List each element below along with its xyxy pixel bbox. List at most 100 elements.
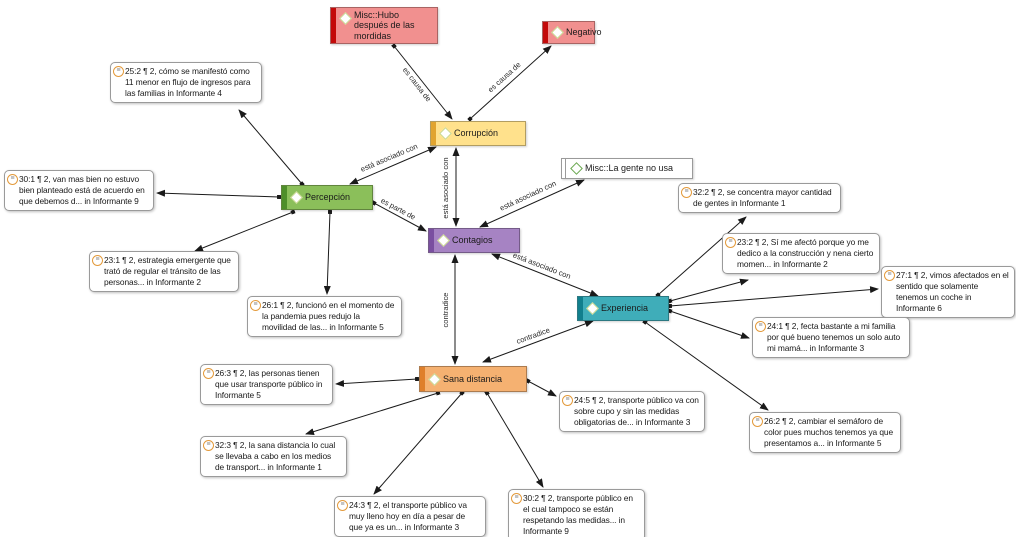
edge-misc-hubo-corrupcion: [391, 43, 453, 120]
quotation-text: 30:1 ¶ 2, van mas bien no estuvo bien pl…: [19, 174, 145, 206]
node-color-stripe: [420, 367, 425, 391]
quotation-node-23-2[interactable]: ≡ 23:2 ¶ 2, Sí me afectó porque yo me de…: [722, 233, 880, 274]
code-node-label: Corrupción: [454, 128, 499, 139]
edge-contagios-experiencia: [491, 253, 599, 297]
node-color-stripe: [562, 159, 566, 178]
edge-percepcion-contagios: [371, 200, 427, 232]
code-diamond-icon: [437, 234, 450, 247]
quotation-node-30-1[interactable]: ≡ 30:1 ¶ 2, van mas bien no estuvo bien …: [4, 170, 154, 211]
node-color-stripe: [331, 8, 336, 43]
code-node-corrupcion[interactable]: Corrupción: [430, 121, 526, 146]
node-color-stripe: [429, 229, 434, 252]
quotation-icon: ≡: [752, 416, 763, 427]
quotation-node-26-2[interactable]: ≡ 26:2 ¶ 2, cambiar el semáforo de color…: [749, 412, 901, 453]
code-node-experiencia[interactable]: Experiencia: [577, 296, 669, 321]
code-diamond-icon: [290, 191, 303, 204]
quotation-text: 27:1 ¶ 2, vimos afectados en el sentido …: [896, 270, 1009, 313]
quotation-node-24-3[interactable]: ≡ 24:3 ¶ 2, el transporte público va muy…: [334, 496, 486, 537]
quotation-icon: ≡: [884, 270, 895, 281]
code-diamond-icon: [339, 12, 352, 25]
edge-label: está asociado con: [512, 250, 572, 280]
quotation-icon: ≡: [203, 440, 214, 451]
quotation-icon: ≡: [337, 500, 348, 511]
edge-label: está asociado con: [441, 157, 450, 218]
node-color-stripe: [578, 297, 583, 320]
code-diamond-icon: [586, 302, 599, 315]
link-experiencia-q23-2: [667, 278, 749, 304]
quotation-text: 26:3 ¶ 2, las personas tienen que usar t…: [215, 368, 323, 400]
quotation-icon: ≡: [203, 368, 214, 379]
quotation-icon: ≡: [113, 66, 124, 77]
quotation-node-24-5[interactable]: ≡ 24:5 ¶ 2, transporte público va con so…: [559, 391, 705, 432]
edge-label: contradice: [515, 325, 551, 345]
quotation-text: 24:1 ¶ 2, fecta bastante a mi familia po…: [767, 321, 901, 353]
edge-experiencia-sana: [482, 320, 594, 363]
edge-label: está asociado con: [359, 142, 419, 174]
quotation-icon: ≡: [250, 300, 261, 311]
quotation-node-32-3[interactable]: ≡ 32:3 ¶ 2, la sana distancia lo cual se…: [200, 436, 347, 477]
quotation-node-23-1[interactable]: ≡ 23:1 ¶ 2, estrategia emergente que tra…: [89, 251, 239, 292]
code-node-label: Percepción: [305, 192, 351, 203]
node-color-stripe: [282, 186, 287, 209]
quotation-node-24-1[interactable]: ≡ 24:1 ¶ 2, fecta bastante a mi familia …: [752, 317, 910, 358]
code-node-contagios[interactable]: Contagios: [428, 228, 520, 253]
link-sana-q24-5: [525, 378, 557, 397]
code-diamond-icon: [570, 162, 583, 175]
code-node-label: Experiencia: [601, 303, 649, 314]
link-sana-q24-3: [373, 390, 465, 495]
edge-percepcion-corrupcion: [349, 146, 437, 185]
link-experiencia-q27-1: [667, 286, 879, 309]
code-diamond-icon: [428, 372, 441, 386]
link-percepcion-q26-1: [323, 209, 333, 295]
quotation-node-26-1[interactable]: ≡ 26:1 ¶ 2, funcionó en el momento de la…: [247, 296, 402, 337]
edge-label: es causa de: [401, 66, 433, 104]
edge-contagios-misc-lagente: [479, 179, 585, 228]
code-node-negativo[interactable]: Negativo: [542, 21, 602, 44]
quotation-node-30-2[interactable]: ≡ 30:2 ¶ 2, transporte público en el cua…: [508, 489, 645, 537]
quotation-icon: ≡: [7, 174, 18, 185]
edge-label: está asociado con: [498, 179, 557, 213]
code-node-sana-distancia[interactable]: Sana distancia: [419, 366, 527, 392]
quotation-icon: ≡: [755, 321, 766, 332]
code-node-label: Misc::Hubo después de las mordidas: [354, 10, 415, 41]
quotation-text: 24:5 ¶ 2, transporte público va con sobr…: [574, 395, 699, 427]
code-diamond-icon: [551, 26, 564, 39]
edge-label: contradice: [441, 292, 450, 327]
quotation-icon: ≡: [92, 255, 103, 266]
code-node-percepcion[interactable]: Percepción: [281, 185, 373, 210]
node-color-stripe: [431, 122, 436, 145]
quotation-text: 32:2 ¶ 2, se concentra mayor cantidad de…: [693, 187, 832, 208]
link-experiencia-q24-1: [667, 308, 750, 339]
quotation-icon: ≡: [725, 237, 736, 248]
quotation-text: 32:3 ¶ 2, la sana distancia lo cual se l…: [215, 440, 336, 472]
quotation-icon: ≡: [511, 493, 522, 504]
code-diamond-icon: [439, 127, 452, 140]
edge-label: es causa de: [486, 60, 522, 94]
code-node-misc-hubo[interactable]: Misc::Hubo después de las mordidas: [330, 7, 438, 44]
quotation-text: 26:2 ¶ 2, cambiar el semáforo de color p…: [764, 416, 894, 448]
edge-corrupcion-negativo: [467, 45, 552, 122]
quotation-text: 25:2 ¶ 2, cómo se manifestó como 11 meno…: [125, 66, 251, 98]
quotation-text: 26:1 ¶ 2, funcionó en el momento de la p…: [262, 300, 395, 332]
quotation-text: 23:2 ¶ 2, Sí me afectó porque yo me dedi…: [737, 237, 874, 269]
quotation-icon: ≡: [681, 187, 692, 198]
code-node-label: Sana distancia: [443, 373, 503, 384]
quotation-node-32-2[interactable]: ≡ 32:2 ¶ 2, se concentra mayor cantidad …: [678, 183, 841, 213]
code-node-label: Negativo: [566, 27, 602, 38]
quotation-icon: ≡: [562, 395, 573, 406]
link-sana-q26-3: [335, 376, 420, 388]
link-percepcion-q30-1: [156, 189, 282, 200]
node-color-stripe: [543, 22, 548, 43]
link-percepcion-q23-1: [194, 209, 296, 252]
quotation-node-27-1[interactable]: ≡ 27:1 ¶ 2, vimos afectados en el sentid…: [881, 266, 1015, 318]
link-sana-q30-2: [484, 390, 544, 488]
quotation-text: 23:1 ¶ 2, estrategia emergente que trató…: [104, 255, 231, 287]
code-node-label: Misc::La gente no usa: [585, 163, 674, 174]
quotation-text: 24:3 ¶ 2, el transporte público va muy l…: [349, 500, 467, 532]
quotation-node-26-3[interactable]: ≡ 26:3 ¶ 2, las personas tienen que usar…: [200, 364, 333, 405]
quotation-node-25-2[interactable]: ≡ 25:2 ¶ 2, cómo se manifestó como 11 me…: [110, 62, 262, 103]
edge-label: es parte de: [379, 196, 417, 222]
code-node-label: Contagios: [452, 235, 493, 246]
code-node-misc-la-gente[interactable]: Misc::La gente no usa: [561, 158, 693, 179]
